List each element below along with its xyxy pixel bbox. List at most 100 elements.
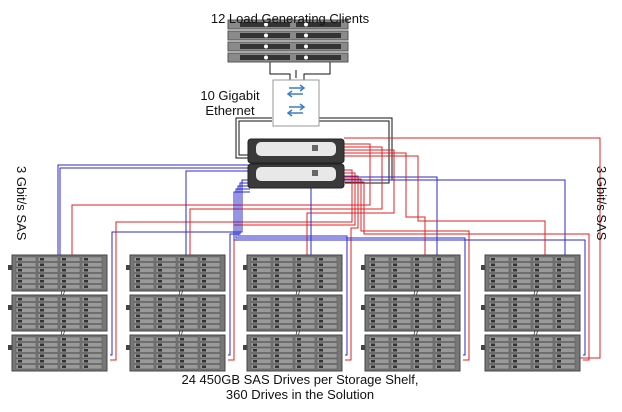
drive-latch bbox=[297, 314, 301, 317]
drive-bay bbox=[294, 273, 316, 279]
drive-bay bbox=[155, 284, 177, 290]
drive-bay bbox=[155, 313, 177, 319]
drive-latch bbox=[136, 285, 140, 288]
drive-bay bbox=[412, 256, 434, 262]
drive-latch bbox=[491, 320, 495, 323]
drive-latch bbox=[136, 263, 140, 266]
drive-bay bbox=[412, 342, 434, 348]
drive-latch bbox=[84, 303, 88, 306]
storage-shelf-icon: // bbox=[243, 254, 343, 299]
drive-latch bbox=[371, 343, 375, 346]
drive-latch bbox=[535, 285, 539, 288]
drive-bay bbox=[390, 318, 412, 324]
drive-bay bbox=[368, 364, 390, 370]
drive-bay bbox=[133, 267, 155, 273]
drive-bay bbox=[554, 347, 576, 353]
drive-bay bbox=[133, 364, 155, 370]
drive-bay bbox=[199, 267, 221, 273]
drive-bay bbox=[37, 358, 59, 364]
drive-latch bbox=[513, 360, 517, 363]
drive-bay bbox=[199, 358, 221, 364]
drive-bay bbox=[133, 307, 155, 313]
drive-bay bbox=[37, 296, 59, 302]
drive-bay bbox=[294, 358, 316, 364]
drive-latch bbox=[202, 343, 206, 346]
drive-latch bbox=[415, 280, 419, 283]
drive-bay bbox=[272, 358, 294, 364]
drive-latch bbox=[18, 258, 22, 261]
drive-bay bbox=[81, 347, 103, 353]
drive-bay bbox=[59, 262, 81, 268]
drive-bay bbox=[37, 324, 59, 330]
drive-bay bbox=[37, 313, 59, 319]
drive-bay bbox=[155, 342, 177, 348]
drive-latch bbox=[40, 298, 44, 301]
drive-latch bbox=[297, 320, 301, 323]
drive-latch bbox=[415, 320, 419, 323]
drive-bay bbox=[155, 358, 177, 364]
drive-bay bbox=[488, 313, 510, 319]
shelf-ear bbox=[361, 345, 365, 350]
drive-latch bbox=[491, 263, 495, 266]
drive-bay bbox=[434, 267, 456, 273]
drive-latch bbox=[513, 298, 517, 301]
drive-latch bbox=[319, 263, 323, 266]
drive-latch bbox=[513, 325, 517, 328]
drive-bay bbox=[37, 342, 59, 348]
drive-bay bbox=[434, 313, 456, 319]
drive-latch bbox=[158, 343, 162, 346]
drive-latch bbox=[158, 354, 162, 357]
drive-bay bbox=[250, 353, 272, 359]
drive-latch bbox=[84, 325, 88, 328]
drive-bay bbox=[294, 313, 316, 319]
drive-latch bbox=[393, 303, 397, 306]
drive-bay bbox=[155, 347, 177, 353]
drive-latch bbox=[253, 360, 257, 363]
drive-bay bbox=[155, 353, 177, 359]
drive-bay bbox=[155, 318, 177, 324]
drive-latch bbox=[319, 325, 323, 328]
drive-latch bbox=[180, 343, 184, 346]
drive-latch bbox=[415, 269, 419, 272]
drive-bay bbox=[177, 336, 199, 342]
red-sas-path bbox=[344, 152, 426, 255]
drive-bay bbox=[368, 342, 390, 348]
drive-bay bbox=[316, 307, 338, 313]
server-led bbox=[304, 44, 308, 49]
drive-latch bbox=[158, 285, 162, 288]
drive-latch bbox=[84, 338, 88, 341]
drive-bay bbox=[15, 267, 37, 273]
drive-latch bbox=[136, 303, 140, 306]
drive-bay bbox=[15, 278, 37, 284]
drive-bay bbox=[488, 267, 510, 273]
drive-bay bbox=[368, 358, 390, 364]
drive-latch bbox=[202, 285, 206, 288]
drive-bay bbox=[434, 307, 456, 313]
drive-bay bbox=[390, 347, 412, 353]
drive-latch bbox=[319, 303, 323, 306]
drive-latch bbox=[180, 338, 184, 341]
drive-bay bbox=[368, 353, 390, 359]
drive-latch bbox=[253, 269, 257, 272]
drive-latch bbox=[136, 314, 140, 317]
drive-latch bbox=[40, 365, 44, 368]
drive-bay bbox=[390, 284, 412, 290]
drive-bay bbox=[554, 358, 576, 364]
drive-bay bbox=[294, 267, 316, 273]
drive-latch bbox=[297, 303, 301, 306]
drive-latch bbox=[393, 354, 397, 357]
drive-bay bbox=[368, 278, 390, 284]
drive-bay bbox=[510, 336, 532, 342]
server-led bbox=[304, 55, 308, 60]
drive-latch bbox=[62, 338, 66, 341]
drive-latch bbox=[491, 274, 495, 277]
drive-bay bbox=[199, 353, 221, 359]
drive-latch bbox=[202, 269, 206, 272]
drive-latch bbox=[319, 349, 323, 352]
drive-latch bbox=[437, 343, 441, 346]
drive-latch bbox=[253, 349, 257, 352]
drive-latch bbox=[136, 269, 140, 272]
drive-bay bbox=[554, 318, 576, 324]
drive-bay bbox=[532, 364, 554, 370]
drive-bay bbox=[199, 302, 221, 308]
